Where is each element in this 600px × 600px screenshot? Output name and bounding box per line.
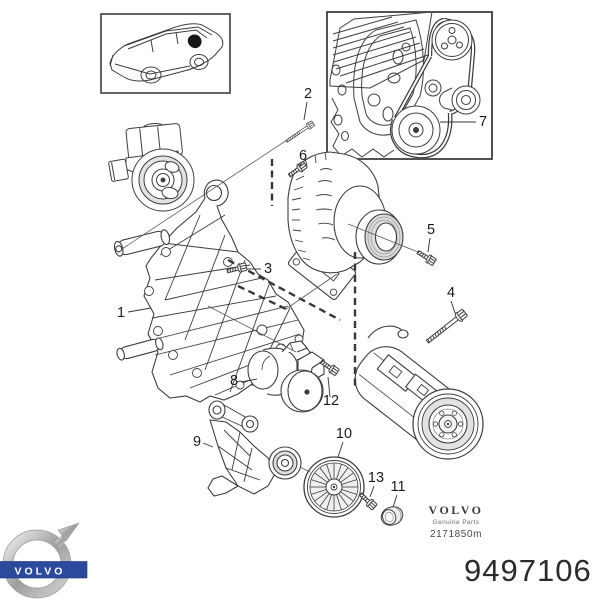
volvo-logo: VOLVO — [0, 522, 88, 599]
vehicle-thumbnail — [100, 13, 231, 94]
callout-10[interactable]: 10 — [336, 426, 352, 442]
bolt-4 — [423, 307, 469, 347]
genuine-parts-stamp: VOLVO Genuine Parts 2171850m — [406, 503, 506, 540]
stamp-brand: VOLVO — [428, 503, 484, 517]
callout-4[interactable]: 4 — [447, 285, 455, 301]
logo-arrow-head — [57, 522, 80, 542]
callout-8[interactable]: 8 — [230, 373, 238, 389]
idler-bracket-pulley — [268, 446, 302, 480]
callout-7[interactable]: 7 — [479, 114, 487, 130]
stamp-code: 2171850m — [429, 529, 483, 540]
stamp-subtitle: Genuine Parts — [432, 519, 480, 526]
assembly-lines — [121, 139, 419, 473]
callout-6[interactable]: 6 — [299, 148, 307, 164]
alternator-pulley — [355, 209, 404, 265]
vehicle-box-border — [100, 13, 231, 94]
callout-leaders — [127, 101, 476, 508]
callout-11[interactable]: 11 — [390, 479, 405, 495]
engine-front-view — [329, 13, 481, 158]
callout-13[interactable]: 13 — [368, 470, 384, 486]
ac-compressor — [354, 325, 484, 460]
compressor-clutch-pulley — [412, 388, 484, 460]
idler-bracket — [207, 400, 302, 497]
callout-12[interactable]: 12 — [323, 393, 339, 409]
logo-band — [0, 561, 88, 579]
idler-pulley — [303, 456, 365, 518]
callout-2[interactable]: 2 — [304, 86, 312, 102]
alternator — [287, 151, 404, 300]
callout-1[interactable]: 1 — [117, 305, 125, 321]
belt-routing-thumbnail — [326, 11, 493, 160]
power-steering-pump — [108, 123, 195, 212]
callout-3[interactable]: 3 — [264, 261, 272, 277]
car-outline — [109, 23, 224, 84]
bolt-5 — [415, 247, 438, 267]
part-number: 9497106 — [464, 553, 592, 588]
bolt-2 — [284, 119, 316, 145]
callout-9[interactable]: 9 — [193, 434, 201, 450]
assembly-dashed-lines — [227, 159, 357, 390]
engine-box-border — [326, 11, 493, 160]
bracket-sleeve-upper — [113, 229, 171, 257]
engine-location-marker — [187, 34, 202, 49]
logo-wordmark: VOLVO — [15, 566, 66, 578]
bracket-sleeve-lower — [116, 337, 164, 361]
callout-5[interactable]: 5 — [427, 222, 435, 238]
cap-plug — [380, 506, 404, 526]
